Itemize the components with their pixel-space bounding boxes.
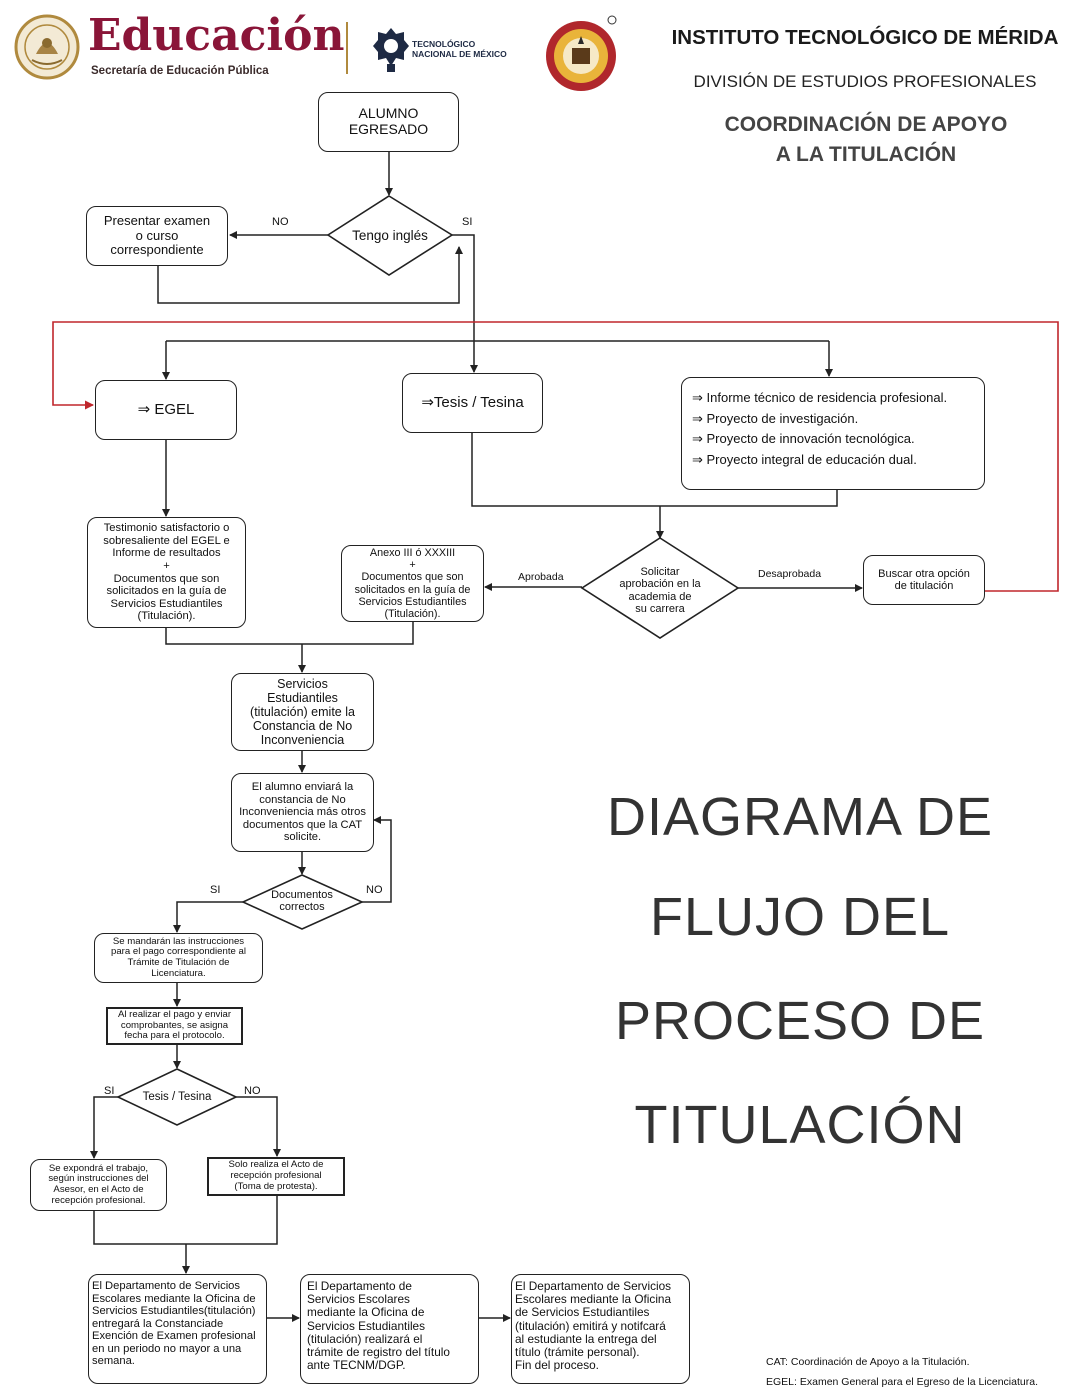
opcion-informe-tecnico: ⇒ Informe técnico de residencia profesio… [692,390,948,405]
label-no-documentos: NO [366,884,383,896]
node-instrucciones-pago-text: Se mandarán las instrucciones para el pa… [111,935,246,979]
tecnm-logo [372,26,410,74]
node-solo-acto: Solo realiza el Acto de recepción profes… [207,1157,345,1196]
decision-solicitar [580,537,740,639]
itm-seal-icon [546,15,617,91]
tecnm-gear-icon [373,28,409,72]
mexico-seal-icon [14,14,80,80]
division-title: DIVISIÓN DE ESTUDIOS PROFESIONALES [693,72,1037,91]
node-alumno-enviara: El alumno enviará la constancia de No In… [231,773,374,852]
node-testimonio-egel-text: Testimonio satisfactorio o sobresaliente… [103,522,230,623]
node-depto-constancia: El Departamento de Servicios Escolares m… [88,1274,267,1384]
decision-documentos [241,874,364,930]
header-divider [346,22,348,74]
edge-tesis-si [90,1096,118,1159]
diagram-title-line-2: FLUJO DEL [649,887,951,947]
decision-tengo-ingles [326,195,454,276]
label-no-tesis: NO [244,1085,261,1097]
node-instrucciones-pago: Se mandarán las instrucciones para el pa… [94,933,263,983]
node-depto-titulo: El Departamento de Servicios Escolares m… [511,1274,690,1384]
node-tesis-tesina: ⇒Tesis / Tesina [402,373,543,433]
decision-tesis-tesina-label: Tesis / Tesina [142,1091,212,1103]
edge-documentos-si [173,901,243,933]
edge-tesis-merge [471,433,838,507]
coordination-title-1: COORDINACIÓN DE APOYO [724,113,1008,136]
opcion-proyecto-innovacion: ⇒ Proyecto de innovación tecnológica. [692,431,915,447]
node-expondra-trabajo-text: Se expondrá el trabajo, según instruccio… [48,1162,149,1206]
sep-subtitle: Secretaría de Educación Pública [91,65,269,77]
node-otras-opciones: ⇒ Informe técnico de residencia profesio… [681,377,985,490]
label-no-ingles: NO [272,216,289,228]
node-tesis-tesina-text: ⇒Tesis / Tesina [421,393,524,411]
mexico-seal [14,14,80,80]
coordination-title-2: A LA TITULACIÓN [775,143,957,166]
diagram-title-line-4: TITULACIÓN [634,1095,966,1155]
node-presentar-examen: Presentar examen o curso correspondiente [86,206,228,266]
node-servicios-estudiantiles: Servicios Estudiantiles (titulación) emi… [231,673,374,751]
institute-title: INSTITUTO TECNOLÓGICO DE MÉRIDA [671,26,1059,49]
label-si-documentos: SI [210,884,221,896]
decision-solicitar-label: Solicitar aprobación en la academia de s… [619,566,701,615]
edge-buscar-loop [52,321,1059,592]
node-expondra-trabajo: Se expondrá el trabajo, según instruccio… [30,1159,167,1211]
node-depto-titulo-text: El Departamento de Servicios Escolares m… [515,1279,672,1373]
node-buscar-otra-opcion: Buscar otra opción de titulación [863,555,985,605]
edge-presentar-loop [157,246,463,304]
edge-ingles-si [452,234,478,373]
label-si-ingles: SI [462,216,473,228]
node-presentar-examen-text: Presentar examen o curso correspondiente [103,213,211,258]
opcion-proyecto-investigacion: ⇒ Proyecto de investigación. [692,410,859,426]
node-alumno-egresado: ALUMNO EGRESADO [318,92,459,152]
label-si-tesis: SI [104,1085,115,1097]
footer-cat: CAT: Coordinación de Apoyo a la Titulaci… [766,1356,970,1368]
decision-tesis-tesina [116,1068,238,1126]
node-anexo: Anexo III ó XXXIII + Documentos que son … [341,545,484,622]
edge-tesis-no [236,1096,281,1157]
label-desaprobada: Desaprobada [758,568,822,580]
node-servicios-estudiantiles-text: Servicios Estudiantiles (titulación) emi… [250,677,355,747]
decision-documentos-label: Documentos correctos [271,889,333,914]
node-solo-acto-text: Solo realiza el Acto de recepción profes… [228,1159,324,1192]
node-depto-constancia-text: El Departamento de Servicios Escolares m… [92,1280,256,1368]
node-egel-text: ⇒ EGEL [137,400,195,418]
node-realizar-pago-text: Al realizar el pago y enviar comprobante… [117,1008,232,1042]
node-anexo-text: Anexo III ó XXXIII + Documentos que son … [354,547,471,620]
node-alumno-egresado-text: ALUMNO EGRESADO [348,105,429,137]
edge-docs-merge [165,622,414,645]
footer-egel: EGEL: Examen General para el Egreso de l… [766,1376,1038,1388]
decision-tengo-ingles-label: Tengo inglés [352,228,428,243]
diagram-title-line-3: PROCESO DE [614,991,986,1051]
itm-seal [544,14,620,94]
tecnm-text: TECNOLÓGICO NACIONAL DE MÉXICO [412,39,507,59]
node-depto-registro: El Departamento de Servicios Escolares m… [300,1274,479,1384]
opcion-proyecto-dual: ⇒ Proyecto integral de educación dual. [692,451,917,467]
node-alumno-enviara-text: El alumno enviará la constancia de No In… [239,781,366,844]
node-testimonio-egel: Testimonio satisfactorio o sobresaliente… [87,517,246,628]
edge-documentos-no [362,816,392,903]
educacion-logo: Educación [88,10,345,61]
node-realizar-pago: Al realizar el pago y enviar comprobante… [106,1007,243,1045]
diagram-title-line-1: DIAGRAMA DE [606,787,994,847]
node-depto-registro-text: El Departamento de Servicios Escolares m… [307,1279,450,1373]
node-egel: ⇒ EGEL [95,380,237,440]
node-buscar-otra-opcion-text: Buscar otra opción de titulación [878,567,970,592]
label-aprobada: Aprobada [518,571,564,583]
